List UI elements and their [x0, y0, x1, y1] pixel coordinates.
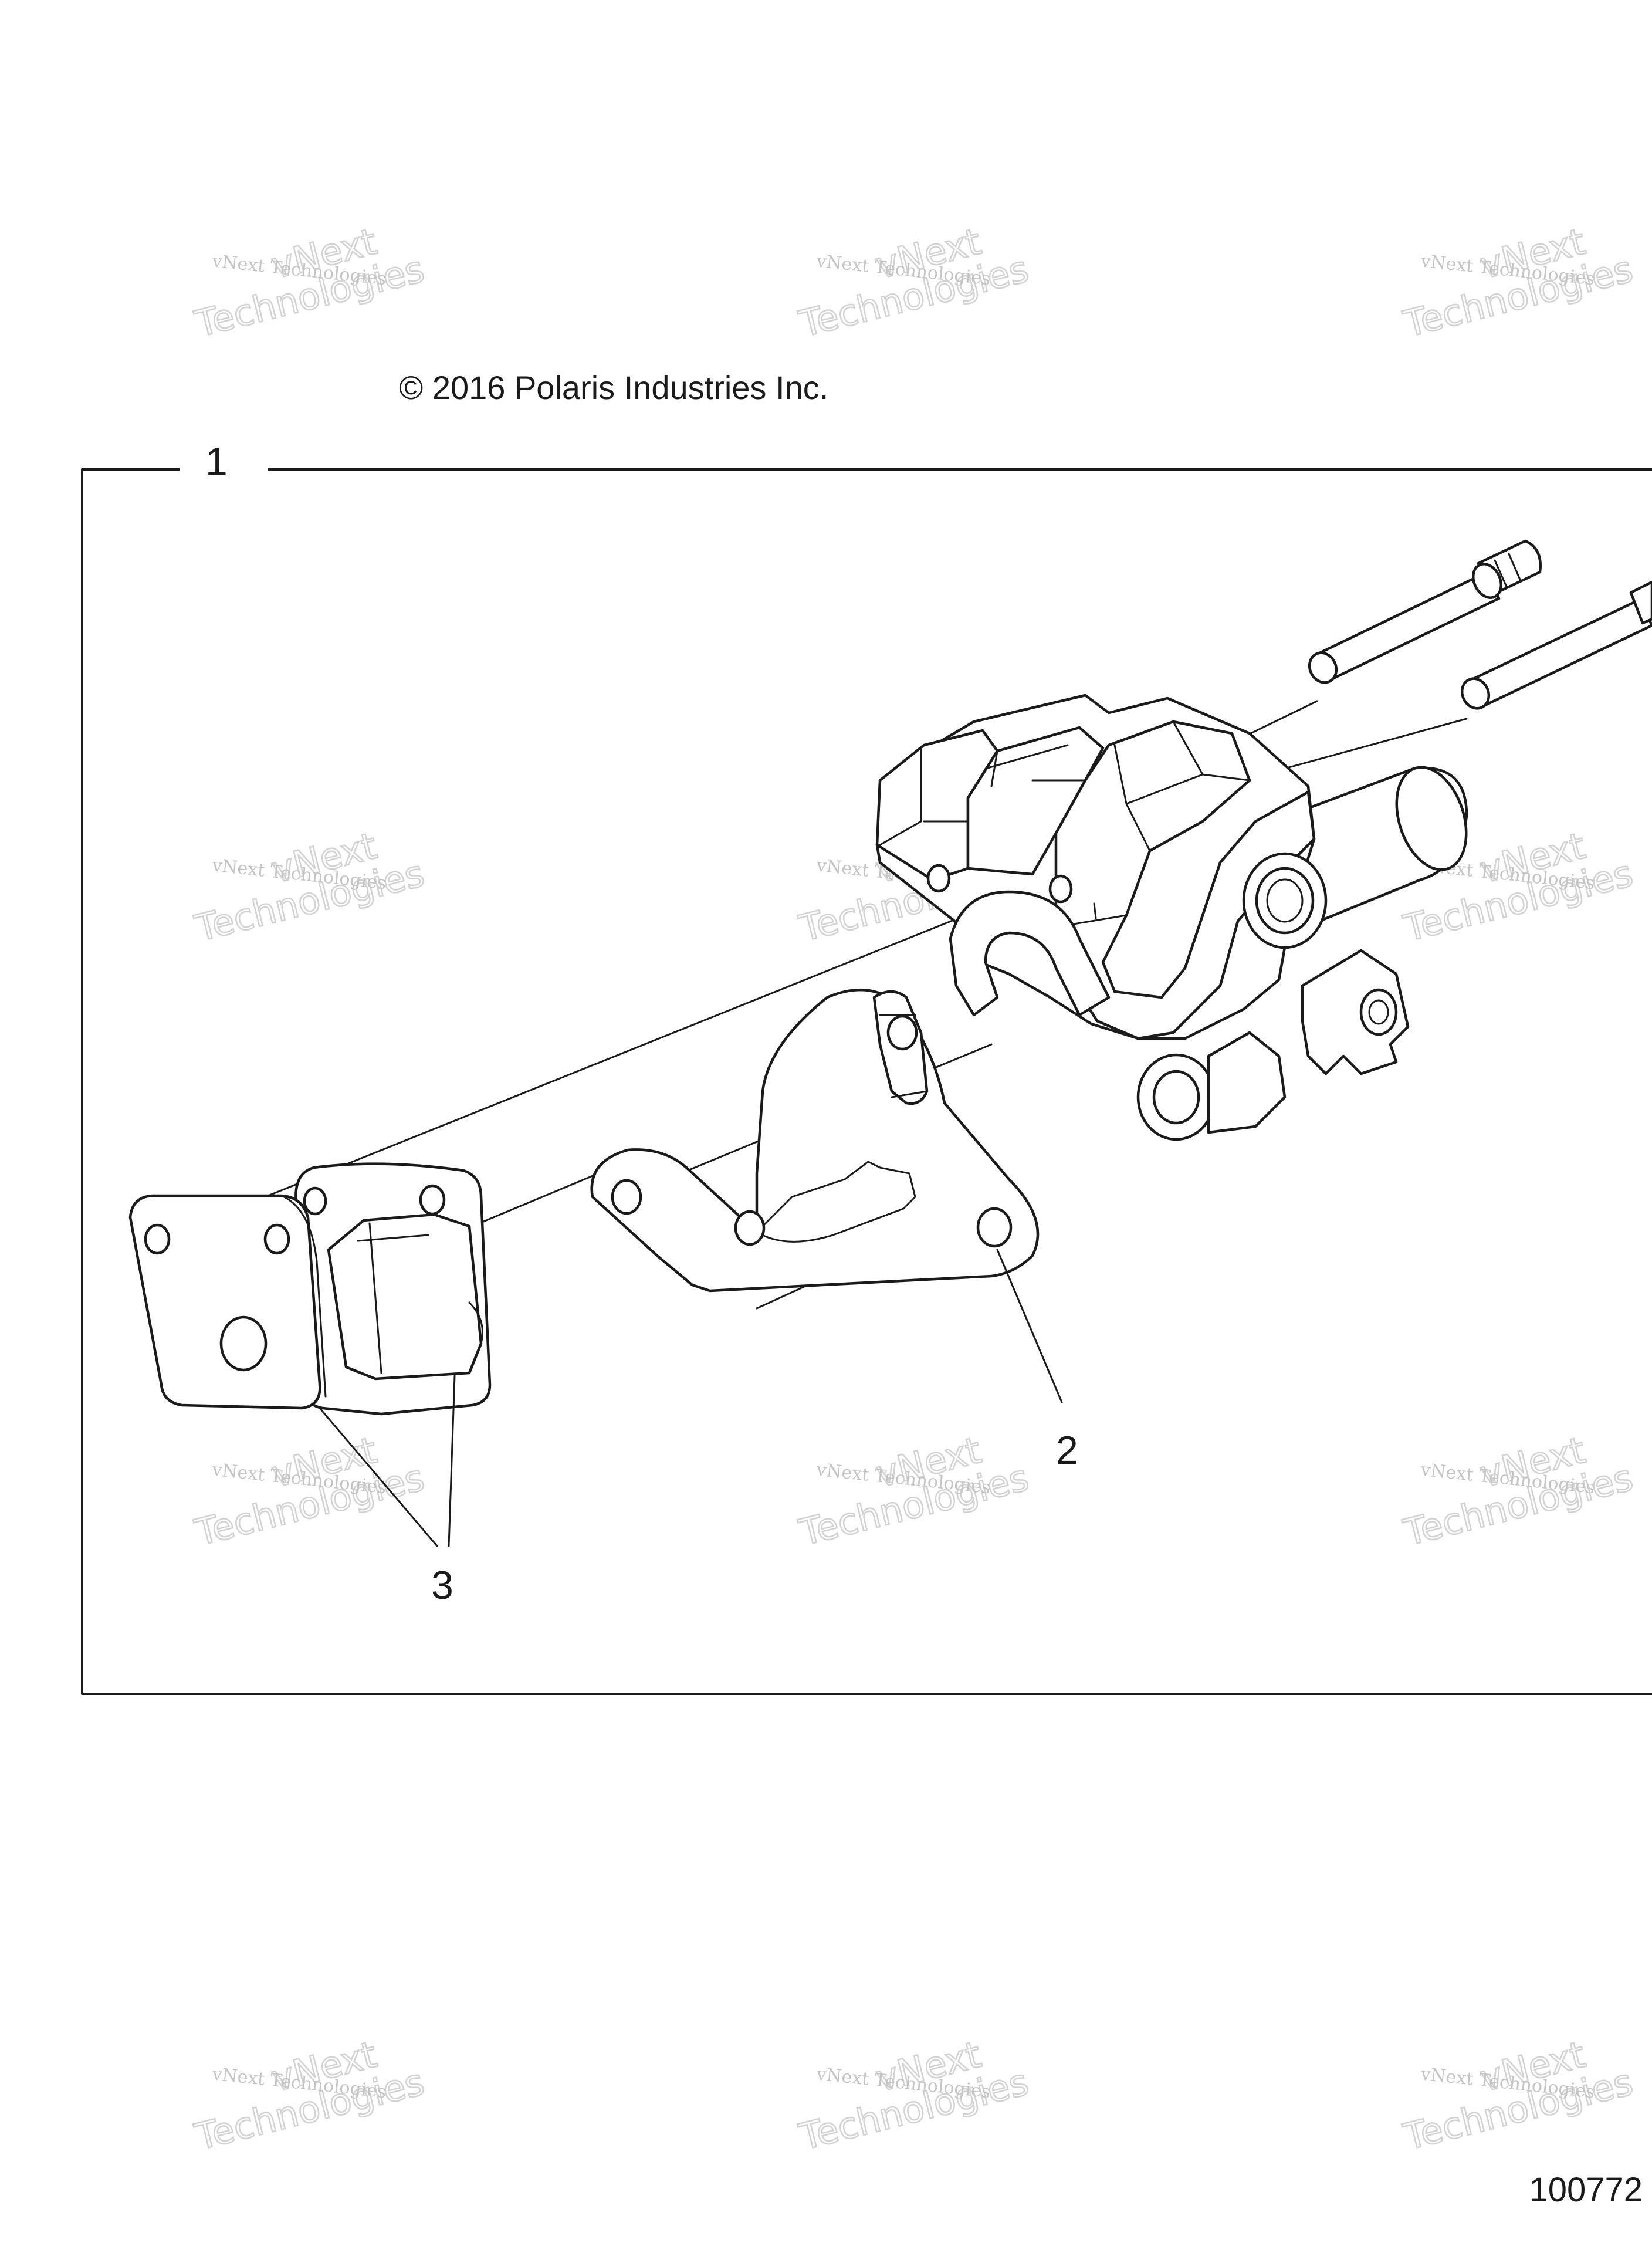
callout-3: 3 — [431, 1563, 453, 1608]
frame-left-bottom — [81, 468, 1652, 1695]
caliper-bolts — [1308, 539, 1652, 710]
caliper-bracket: 2 — [590, 988, 1078, 1473]
callout-3-leader-a — [319, 1407, 438, 1547]
bolt-lower — [1460, 580, 1652, 710]
bolt-upper — [1308, 539, 1542, 684]
bracket-plate — [590, 988, 1040, 1293]
callout-1: 1 — [205, 439, 228, 484]
brake-pads: 3 — [128, 1162, 492, 1608]
brake-caliper — [875, 694, 1468, 1141]
diagram-number: 100772 — [1529, 2171, 1643, 2209]
copyright-text: © 2016 Polaris Industries Inc. — [399, 369, 828, 406]
callout-2: 2 — [1056, 1428, 1078, 1473]
assembly-frame: 1 — [81, 439, 1652, 1695]
callout-2-leader — [996, 1249, 1063, 1403]
callout-3-leader-b — [448, 1375, 456, 1547]
